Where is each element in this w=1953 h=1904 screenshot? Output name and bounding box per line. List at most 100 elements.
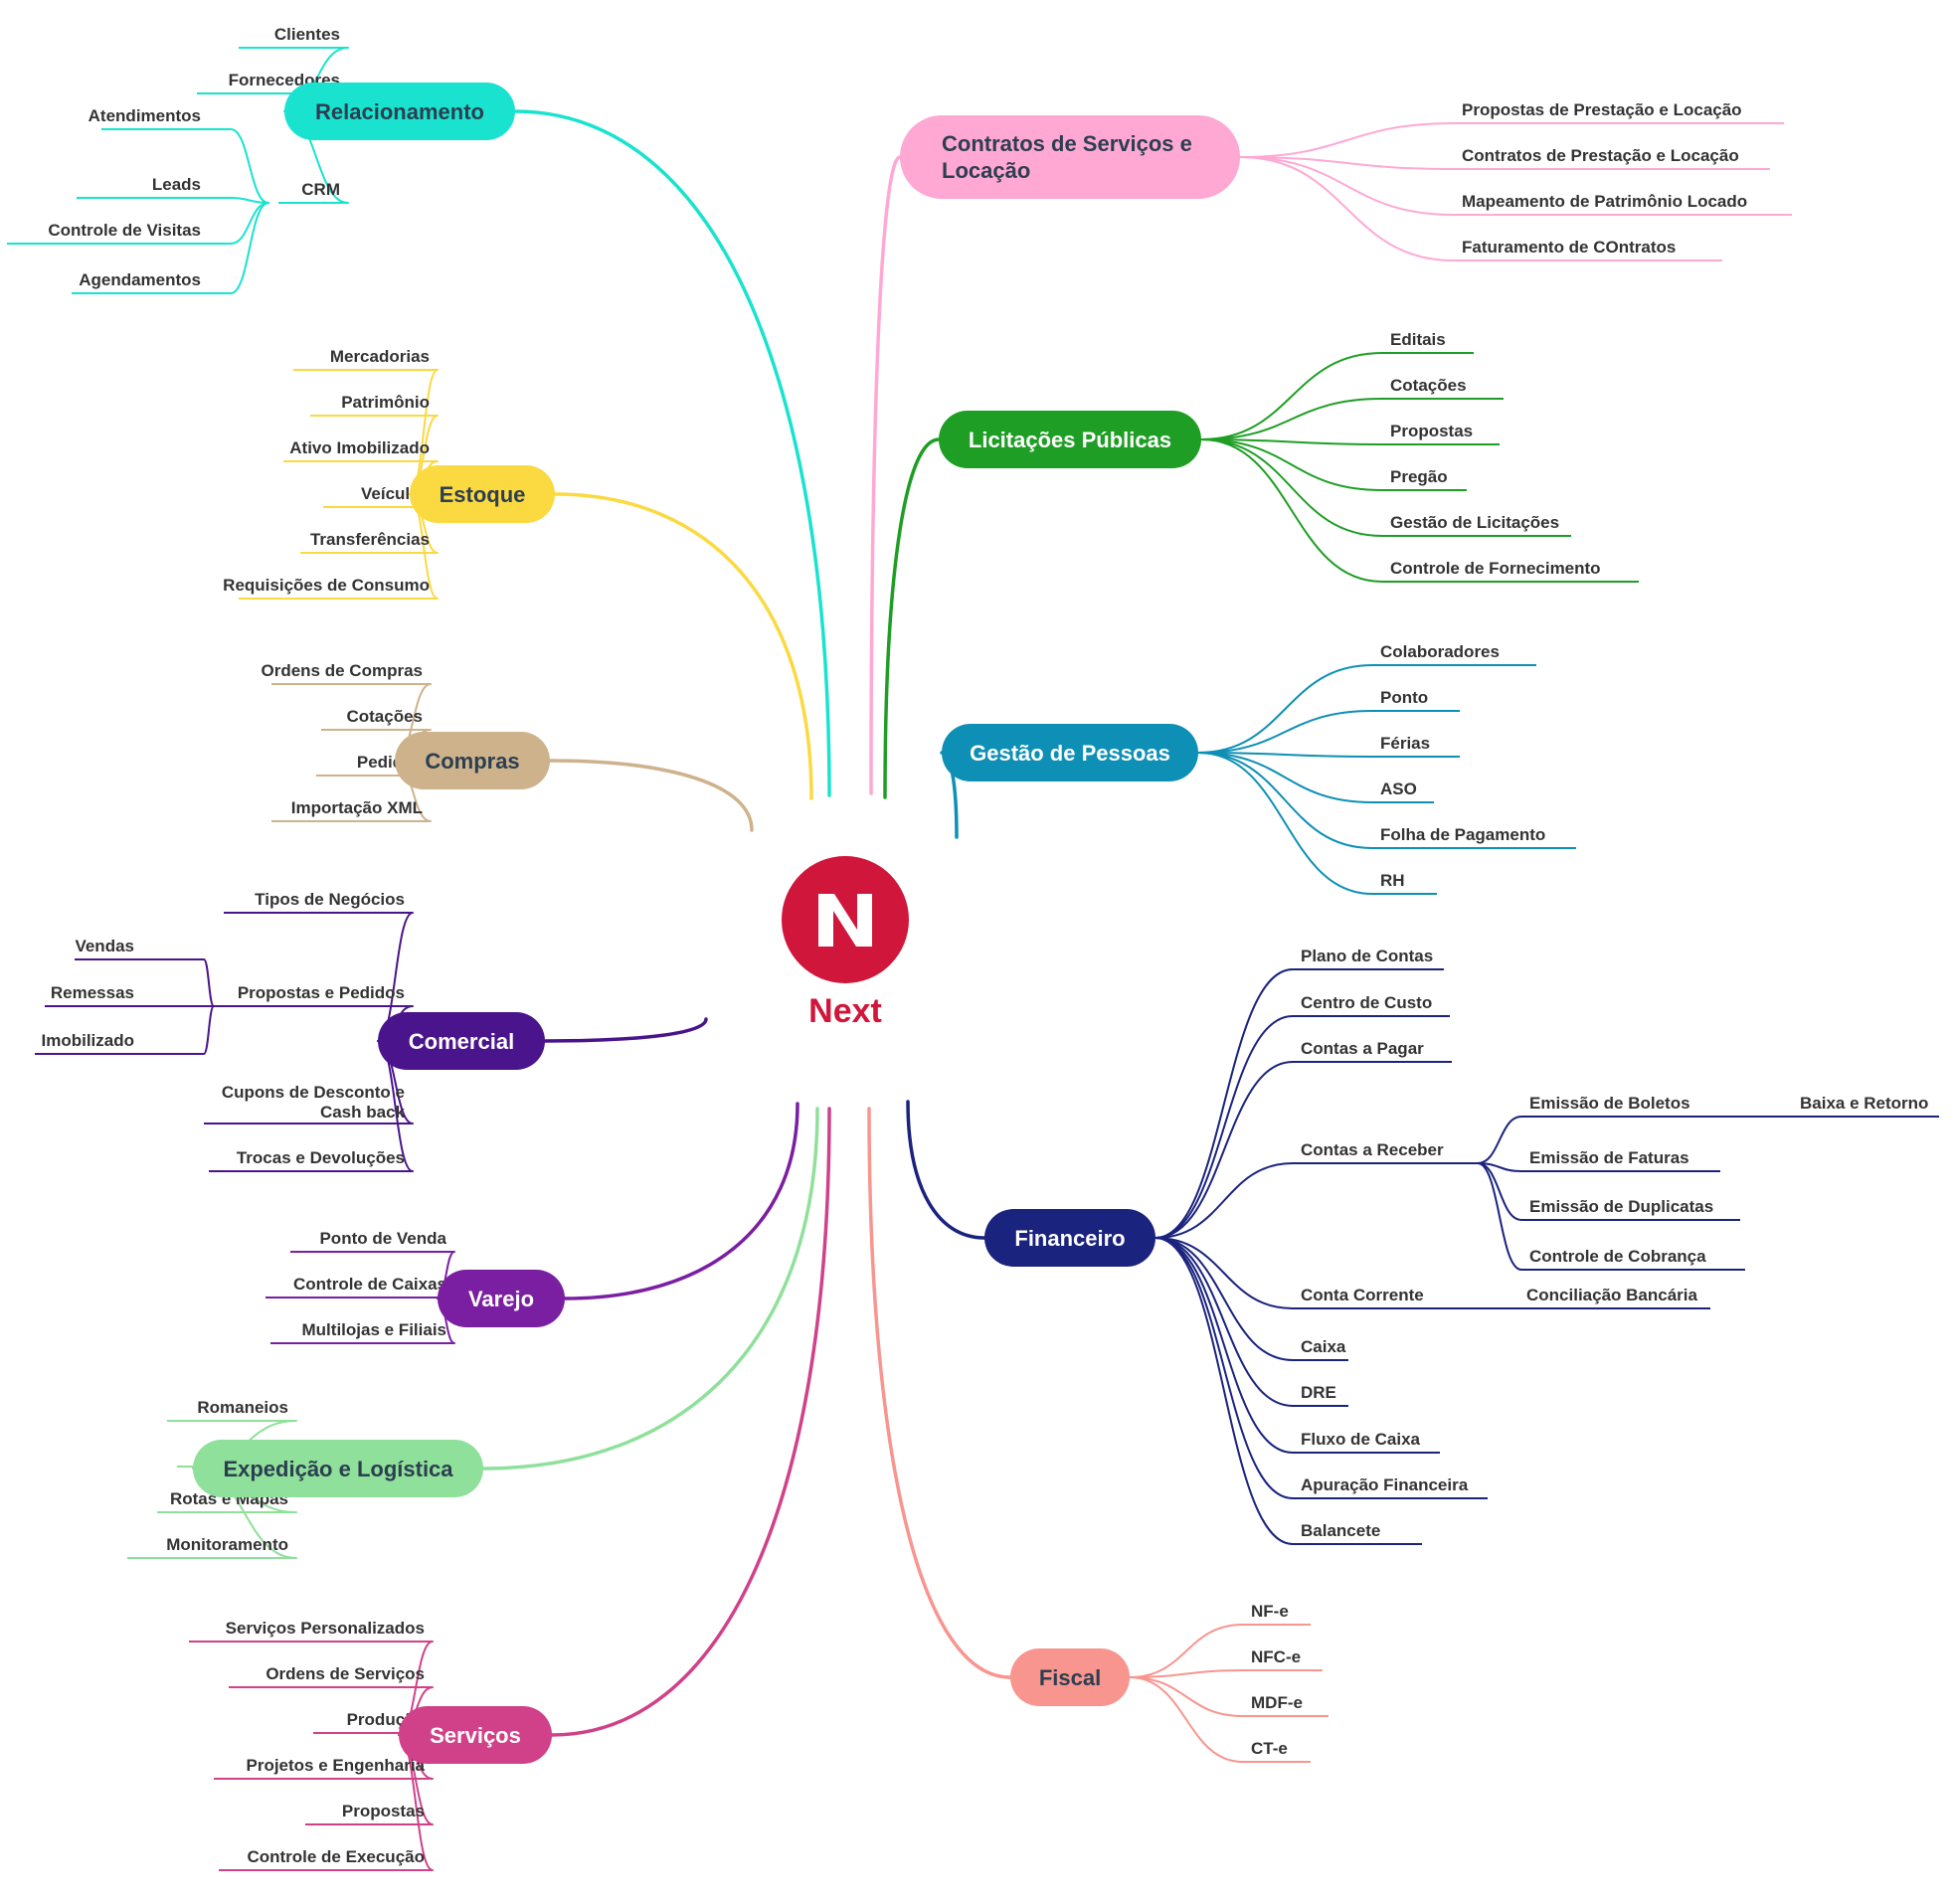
branch-varejo[interactable]: Varejo (438, 1270, 565, 1327)
topic-centro-de-custo[interactable]: Centro de Custo (1301, 993, 1432, 1012)
topic-mapeamento-de-patrimonio-locado[interactable]: Mapeamento de Patrimônio Locado (1462, 192, 1747, 211)
topic-colaboradores[interactable]: Colaboradores (1380, 642, 1500, 661)
topic-ct-e[interactable]: CT-e (1251, 1739, 1288, 1758)
topic-ordens-de-servicos[interactable]: Ordens de Serviços (266, 1664, 425, 1683)
topic-controle-de-fornecimento[interactable]: Controle de Fornecimento (1390, 559, 1601, 578)
topic-controle-de-execucao[interactable]: Controle de Execução (247, 1847, 425, 1866)
topic-conciliacao-bancaria[interactable]: Conciliação Bancária (1526, 1286, 1698, 1304)
topic-projetos-e-engenharia[interactable]: Projetos e Engenharia (247, 1756, 426, 1775)
topic-dre[interactable]: DRE (1301, 1383, 1336, 1402)
topic-aso[interactable]: ASO (1380, 779, 1417, 798)
leaf-connector (230, 202, 269, 294)
branch-estoque[interactable]: Estoque (410, 465, 555, 523)
topic-controle-de-visitas[interactable]: Controle de Visitas (48, 221, 201, 240)
trunk-connector (906, 1100, 986, 1240)
branch-expedicao[interactable]: Expedição e Logística (193, 1440, 483, 1497)
topic-trocas-e-devolucoes[interactable]: Trocas e Devoluções (237, 1148, 405, 1167)
leaf-connector (1154, 968, 1294, 1239)
topic-folha-de-pagamento[interactable]: Folha de Pagamento (1380, 825, 1545, 844)
topic-faturamento-de-contratos[interactable]: Faturamento de COntratos (1462, 238, 1676, 257)
branch-fiscal[interactable]: Fiscal (1010, 1648, 1130, 1706)
topic-multilojas-e-filiais[interactable]: Multilojas e Filiais (302, 1320, 446, 1339)
branch-pill (939, 411, 1201, 468)
leaf-connector (1239, 122, 1455, 158)
topic-gestao-de-licitacoes[interactable]: Gestão de Licitações (1390, 513, 1559, 532)
topic-ativo-imobilizado[interactable]: Ativo Imobilizado (289, 438, 430, 457)
topic-atendimentos[interactable]: Atendimentos (89, 106, 201, 125)
topic-fluxo-de-caixa[interactable]: Fluxo de Caixa (1301, 1430, 1421, 1449)
topic-requisicoes-de-consumo[interactable]: Requisições de Consumo (223, 576, 430, 595)
topic-ponto-de-venda[interactable]: Ponto de Venda (319, 1229, 446, 1248)
branch-licitacoes[interactable]: Licitações Públicas (939, 411, 1201, 468)
topic-imobilizado[interactable]: Imobilizado (42, 1031, 135, 1050)
leaf-connector (1197, 752, 1373, 895)
trunk-connector (550, 1107, 831, 1737)
branch-label: Gestão de Pessoas (970, 741, 1170, 766)
topic-contas-a-receber[interactable]: Contas a Receber (1301, 1140, 1444, 1159)
topic-propostas[interactable]: Propostas (1390, 422, 1473, 440)
topic-nf-e[interactable]: NF-e (1251, 1602, 1289, 1621)
topic-controle-de-caixas[interactable]: Controle de Caixas (293, 1275, 446, 1294)
branch-label-line2: Locação (942, 158, 1030, 183)
topic-vendas[interactable]: Vendas (75, 937, 134, 955)
topic-ordens-de-compras[interactable]: Ordens de Compras (262, 661, 424, 680)
topic-ferias[interactable]: Férias (1380, 734, 1430, 753)
topic-propostas-e-pedidos[interactable]: Propostas e Pedidos (238, 983, 405, 1002)
node-layer: ClientesFornecedoresCRMAtendimentosLeads… (42, 25, 1929, 1866)
trunk-connector (867, 1107, 1012, 1679)
topic-baixa-e-retorno[interactable]: Baixa e Retorno (1800, 1094, 1928, 1113)
leaf-connector (1239, 156, 1455, 216)
topic-cotacoes[interactable]: Cotações (346, 707, 423, 726)
topic-remessas[interactable]: Remessas (51, 983, 134, 1002)
topic-tipos-de-negocios[interactable]: Tipos de Negócios (255, 890, 405, 909)
topic-romaneios[interactable]: Romaneios (197, 1398, 288, 1417)
topic-monitoramento[interactable]: Monitoramento (166, 1535, 288, 1554)
topic-mdf-e[interactable]: MDF-e (1251, 1693, 1303, 1712)
leaf-connector (1154, 1237, 1294, 1361)
topic-leads[interactable]: Leads (152, 175, 201, 194)
topic-crm[interactable]: CRM (301, 180, 340, 199)
topic-propostas[interactable]: Propostas (342, 1802, 425, 1820)
topic-emissao-de-faturas[interactable]: Emissão de Faturas (1529, 1148, 1689, 1167)
topic-balancete[interactable]: Balancete (1301, 1521, 1380, 1540)
topic-propostas-de-prestacao-e-locacao[interactable]: Propostas de Prestação e Locação (1462, 100, 1742, 119)
topic-servicos-personalizados[interactable]: Serviços Personalizados (226, 1619, 425, 1638)
branch-comercial[interactable]: Comercial (378, 1012, 545, 1070)
leaf-connector (1129, 1676, 1244, 1717)
topic-caixa[interactable]: Caixa (1301, 1337, 1346, 1356)
topic-contratos-de-prestacao-e-locacao[interactable]: Contratos de Prestação e Locação (1462, 146, 1739, 165)
leaf-connector (1200, 438, 1383, 583)
branch-financeiro[interactable]: Financeiro (984, 1209, 1155, 1267)
leaf-connector (1154, 1237, 1294, 1499)
leaf-connector (1129, 1676, 1244, 1763)
topic-editais[interactable]: Editais (1390, 330, 1446, 349)
branch-pessoas[interactable]: Gestão de Pessoas (942, 724, 1198, 781)
topic-agendamentos[interactable]: Agendamentos (79, 270, 201, 289)
topic-emissao-de-duplicatas[interactable]: Emissão de Duplicatas (1529, 1197, 1713, 1216)
topic-cash-back[interactable]: Cash back (320, 1103, 406, 1122)
topic-mercadorias[interactable]: Mercadorias (330, 347, 430, 366)
topic-transferencias[interactable]: Transferências (310, 530, 430, 549)
trunk-connector (563, 1102, 799, 1300)
topic-patrimonio[interactable]: Patrimônio (341, 393, 430, 412)
topic-pregao[interactable]: Pregão (1390, 467, 1448, 486)
central-topic[interactable]: Next (782, 856, 909, 1030)
leaf-connector (1197, 752, 1373, 758)
topic-cupons-de-desconto-e[interactable]: Cupons de Desconto e (222, 1083, 405, 1102)
topic-clientes[interactable]: Clientes (274, 25, 340, 44)
topic-plano-de-contas[interactable]: Plano de Contas (1301, 947, 1433, 965)
topic-nfc-e[interactable]: NFC-e (1251, 1647, 1301, 1666)
topic-ponto[interactable]: Ponto (1380, 688, 1428, 707)
topic-importacao-xml[interactable]: Importação XML (291, 798, 423, 817)
topic-cotacoes[interactable]: Cotações (1390, 376, 1467, 395)
topic-rh[interactable]: RH (1380, 871, 1405, 890)
branch-relacionamento[interactable]: Relacionamento (284, 83, 515, 140)
topic-apuracao-financeira[interactable]: Apuração Financeira (1301, 1475, 1469, 1494)
topic-emissao-de-boletos[interactable]: Emissão de Boletos (1529, 1094, 1690, 1113)
branch-servicos[interactable]: Serviços (399, 1706, 552, 1764)
branch-compras[interactable]: Compras (395, 732, 550, 789)
topic-conta-corrente[interactable]: Conta Corrente (1301, 1286, 1424, 1304)
topic-controle-de-cobranca[interactable]: Controle de Cobrança (1529, 1247, 1706, 1266)
topic-contas-a-pagar[interactable]: Contas a Pagar (1301, 1039, 1424, 1058)
